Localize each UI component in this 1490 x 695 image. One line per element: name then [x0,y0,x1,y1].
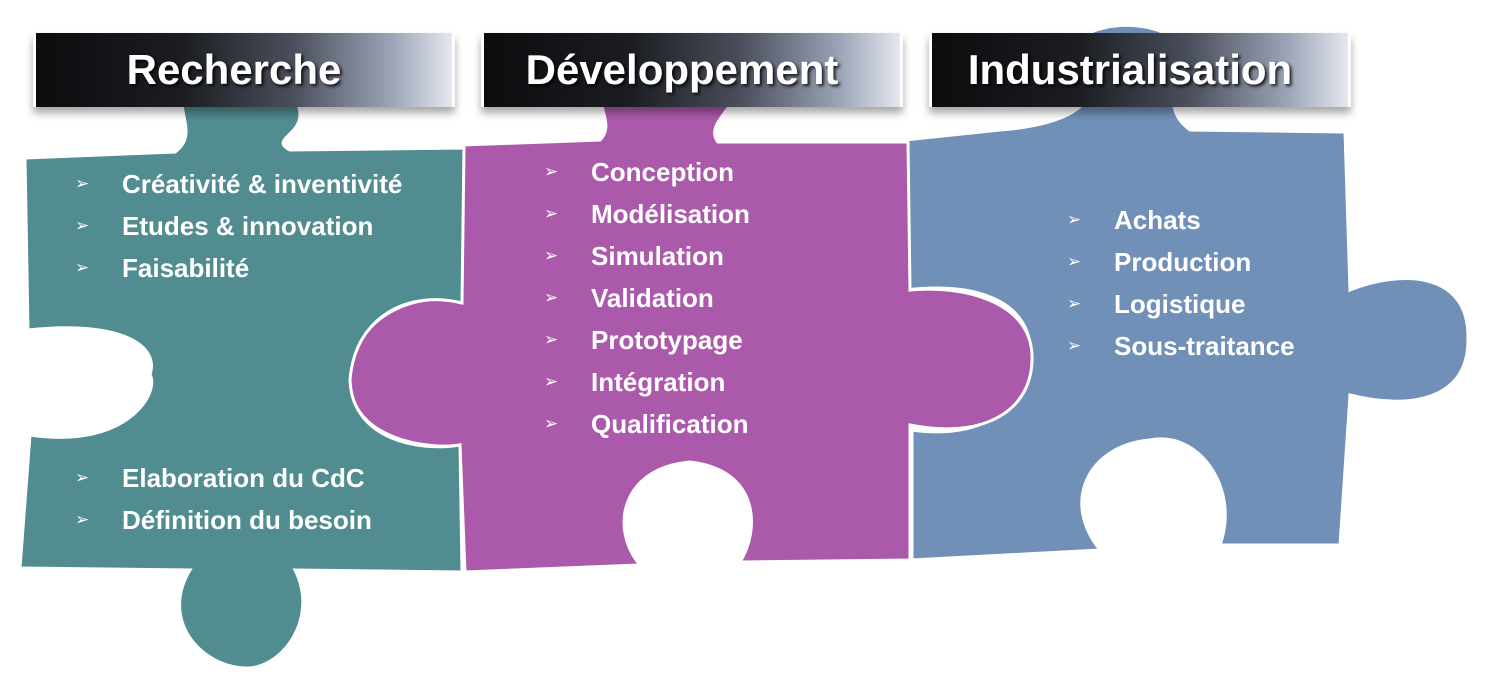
bullet-arrow-icon: ➢ [544,204,559,223]
phase-title-industrialisation: Industrialisation [967,46,1293,93]
banner-developpement: Développement [481,33,903,107]
recherche-list-bottom: ➢Elaboration du CdC ➢Définition du besoi… [75,457,372,541]
bullet-arrow-icon: ➢ [544,330,559,349]
list-item: ➢Validation [544,282,714,313]
phase-title-recherche: Recherche [126,46,342,93]
bullet-arrow-icon: ➢ [1067,336,1082,355]
list-item: ➢Créativité & inventivité [75,168,403,199]
list-item: ➢Simulation [544,240,724,271]
banner-recherche: Recherche [33,33,455,107]
industrialisation-list: ➢Achats ➢Production ➢Logistique ➢Sous-tr… [1067,199,1295,367]
list-item: ➢Sous-traitance [1067,330,1295,361]
bullet-arrow-icon: ➢ [1067,294,1082,313]
list-item: ➢Définition du besoin [75,504,372,535]
list-item: ➢Etudes & innovation [75,210,374,241]
bullet-arrow-icon: ➢ [544,288,559,307]
banner-industrialisation: Industrialisation [929,33,1351,107]
bullet-arrow-icon: ➢ [544,372,559,391]
list-item: ➢Achats [1067,204,1201,235]
bullet-arrow-icon: ➢ [544,162,559,181]
bullet-arrow-icon: ➢ [1067,252,1082,271]
bullet-arrow-icon: ➢ [75,174,90,193]
list-item: ➢Qualification [544,408,749,439]
bullet-arrow-icon: ➢ [75,216,90,235]
bullet-arrow-icon: ➢ [75,510,90,529]
bullet-arrow-icon: ➢ [544,246,559,265]
list-item: ➢Prototypage [544,324,743,355]
list-item: ➢Conception [544,156,734,187]
list-item: ➢Faisabilité [75,252,250,283]
bullet-arrow-icon: ➢ [75,468,90,487]
list-item: ➢Elaboration du CdC [75,462,365,493]
list-item: ➢Modélisation [544,198,750,229]
list-item: ➢Logistique [1067,288,1246,319]
recherche-list-top: ➢Créativité & inventivité ➢Etudes & inno… [75,163,402,289]
list-item: ➢Production [1067,246,1252,277]
bullet-arrow-icon: ➢ [544,414,559,433]
bullet-arrow-icon: ➢ [1067,210,1082,229]
list-item: ➢Intégration [544,366,726,397]
phase-title-developpement: Développement [525,46,839,93]
bullet-arrow-icon: ➢ [75,258,90,277]
developpement-list: ➢Conception ➢Modélisation ➢Simulation ➢V… [544,151,750,445]
